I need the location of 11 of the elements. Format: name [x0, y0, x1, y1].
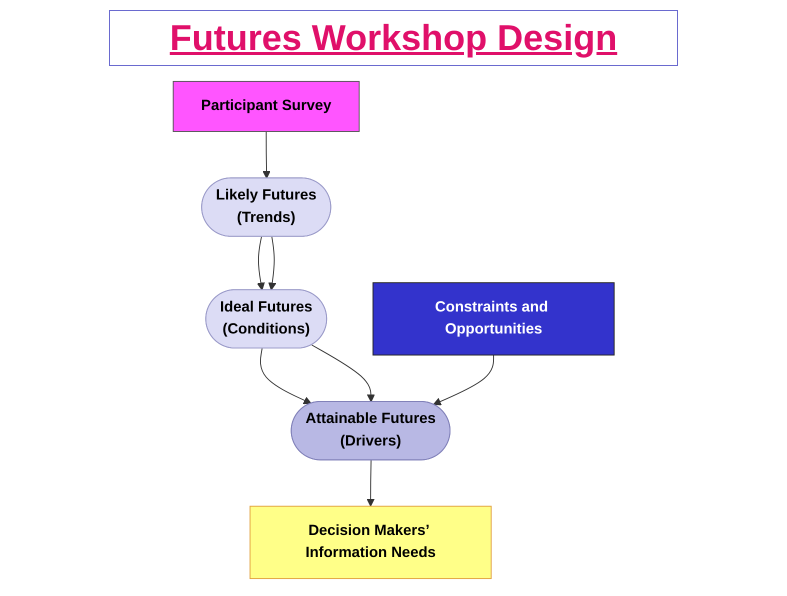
arrow [262, 131, 270, 179]
node-box: Decision Makers’ Information Needs [249, 506, 492, 580]
arrow [256, 236, 265, 290]
arrow [366, 460, 374, 507]
node-box: Constraints and Opportunities [372, 282, 614, 356]
arrow [268, 236, 276, 290]
arrow [432, 354, 494, 406]
arrow [311, 344, 375, 402]
arrow [260, 348, 312, 404]
title: Futures Workshop Design [108, 10, 678, 66]
node-box: Participant Survey [172, 80, 360, 132]
